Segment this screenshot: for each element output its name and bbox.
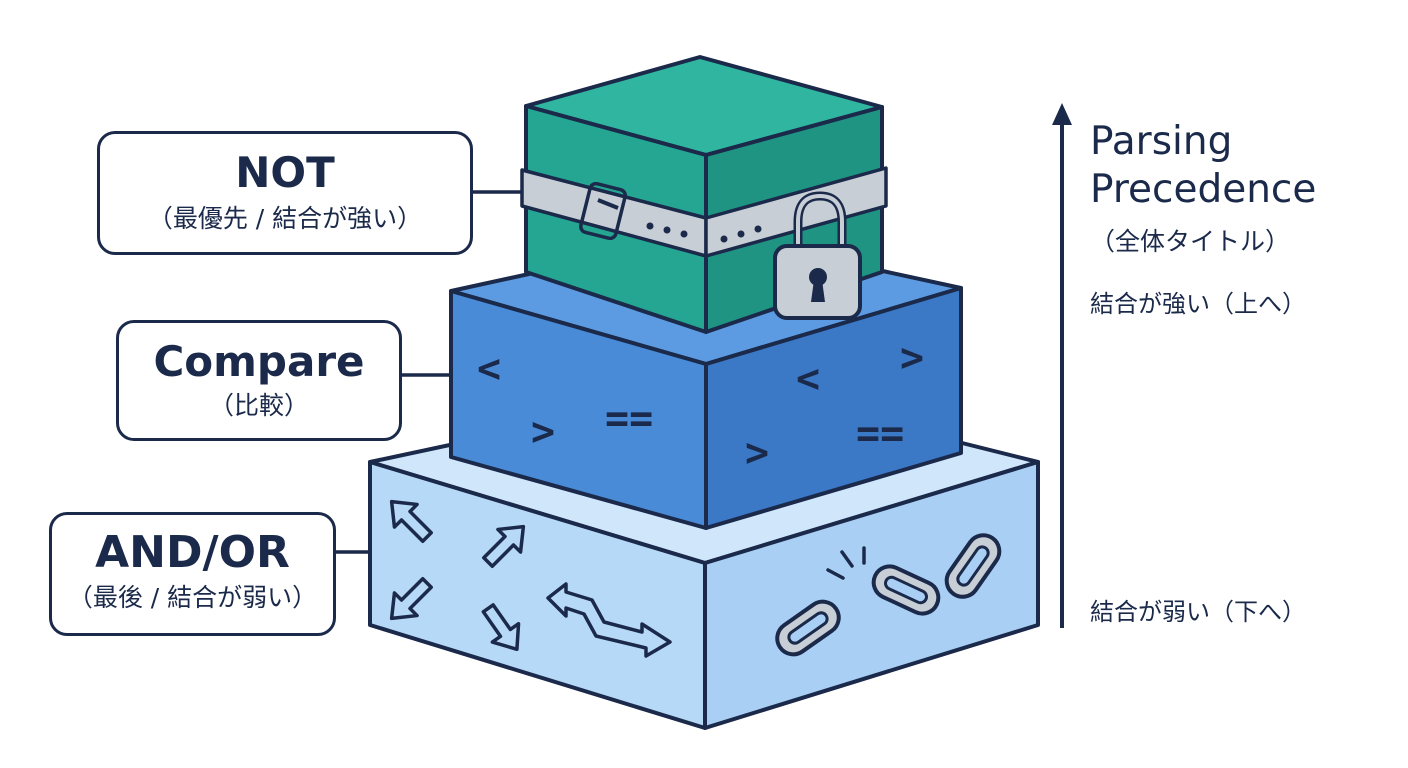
arrow-icon — [389, 577, 433, 621]
compare-symbol: == — [856, 411, 904, 457]
label-andor: AND/OR （最後 / 結合が弱い） — [49, 512, 336, 636]
label-compare-title: Compare — [153, 337, 365, 386]
compare-symbol: < — [477, 346, 501, 392]
arrow-icon — [481, 603, 521, 652]
compare-symbol: > — [900, 335, 924, 381]
belt-buckle — [579, 181, 627, 241]
label-not-title: NOT — [235, 148, 335, 197]
chain-link-icon — [944, 533, 1002, 599]
compare-symbol: > — [531, 409, 555, 455]
label-not: NOT （最優先 / 結合が強い） — [97, 131, 473, 255]
compare-symbol: == — [605, 396, 653, 442]
diagram-title-line1: Parsing — [1090, 119, 1233, 164]
padlock-icon — [773, 191, 862, 320]
chain-link-icon — [871, 564, 941, 616]
diagram-title-line2: Precedence — [1090, 167, 1317, 212]
label-andor-title: AND/OR — [95, 527, 290, 578]
label-andor-subtitle: （最後 / 結合が弱い） — [67, 583, 318, 612]
andor-side-face — [703, 460, 1040, 730]
diagram-title: Parsing Precedence — [1090, 118, 1316, 214]
axis-top-label: 結合が強い（上へ） — [1090, 290, 1306, 318]
precedence-axis-arrow — [1052, 103, 1072, 628]
arrow-icon — [389, 499, 433, 543]
label-compare: Compare （比較） — [116, 320, 402, 441]
zigzag-arrow-icon — [546, 582, 672, 658]
axis-bottom-label: 結合が弱い（下へ） — [1090, 598, 1306, 626]
diagram-title-subtitle: （全体タイトル） — [1090, 227, 1291, 256]
chain-link-icon — [775, 599, 841, 657]
compare-symbol: < — [796, 356, 820, 402]
label-compare-subtitle: （比較） — [208, 391, 309, 420]
compare-symbol: > — [745, 430, 769, 476]
compare-side-face — [704, 286, 963, 530]
chain-links — [775, 533, 1002, 657]
arrow-icon — [482, 524, 526, 568]
compare-symbols: < > == < > > == — [477, 335, 924, 476]
arrow-icons — [389, 499, 672, 658]
label-not-subtitle: （最優先 / 結合が強い） — [147, 204, 423, 233]
break-spark-icon — [826, 546, 866, 580]
